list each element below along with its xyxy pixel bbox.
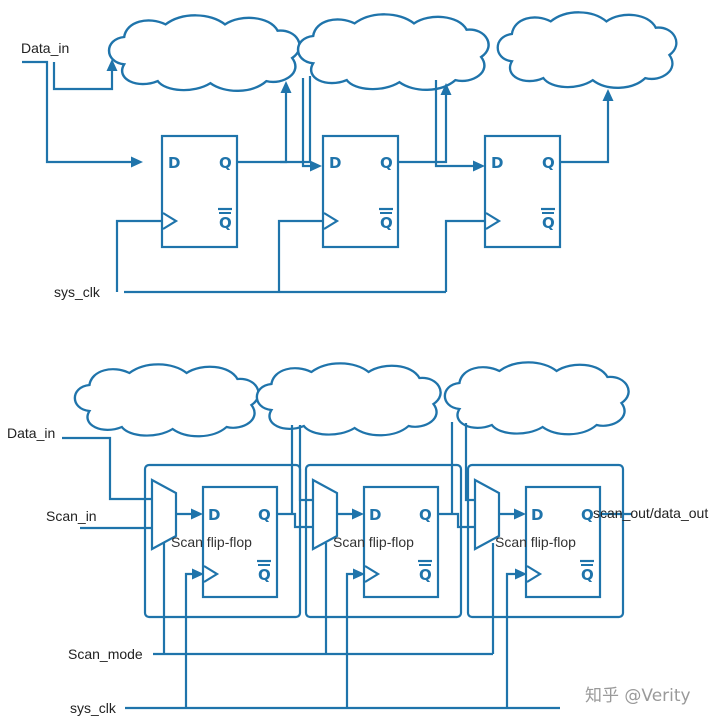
bottom-logic-cloud-2 — [255, 362, 442, 437]
ff-pin-q: Q — [581, 506, 594, 524]
top-sys-clk-label: sys_clk — [54, 284, 101, 300]
ff-pin-q: Q — [258, 506, 271, 524]
top-clock-wires — [115, 219, 486, 294]
ff-pin-q: Q — [419, 506, 432, 524]
top-flip-flop-1: D Q Q — [160, 134, 239, 249]
watermark-text: 知乎 @Verity — [585, 686, 691, 706]
ff-pin-qbar: Q — [581, 566, 594, 584]
bottom-sys-clk-label: sys_clk — [70, 700, 117, 716]
bottom-logic-cloud-3 — [443, 361, 630, 436]
top-logic-cloud-1 — [107, 14, 301, 93]
scan-flip-flop-2: D Q Q — [362, 485, 440, 599]
top-logic-cloud-2 — [296, 13, 490, 92]
scan-mux-1 — [150, 478, 178, 551]
ff-pin-d: D — [491, 154, 503, 172]
bottom-data-in-label: Data_in — [7, 425, 55, 441]
bottom-q-wires — [277, 422, 632, 529]
scan-ff-name-1: Scan flip-flop — [171, 534, 252, 550]
top-q-wires — [237, 76, 614, 172]
bottom-input-wires — [62, 436, 152, 530]
ff-pin-qbar: Q — [380, 214, 393, 232]
bottom-circuit: D Q Q D Q Q D Q Q — [7, 361, 708, 716]
top-data-in-label: Data_in — [21, 40, 69, 56]
ff-pin-d: D — [168, 154, 180, 172]
scan-flip-flop-1: D Q Q — [201, 485, 279, 599]
ff-pin-d: D — [531, 506, 543, 524]
ff-pin-d: D — [329, 154, 341, 172]
top-circuit: D Q Q D Q Q D Q Q — [21, 11, 678, 300]
ff-pin-d: D — [369, 506, 381, 524]
ff-pin-q: Q — [380, 154, 393, 172]
bottom-logic-cloud-1 — [73, 363, 260, 438]
ff-pin-d: D — [208, 506, 220, 524]
ff-pin-qbar: Q — [219, 214, 232, 232]
top-flip-flop-3: D Q Q — [483, 134, 562, 249]
scan-mode-wires — [153, 543, 495, 656]
ff-pin-qbar: Q — [419, 566, 432, 584]
top-data-in-wires — [22, 59, 143, 168]
scan-ff-name-2: Scan flip-flop — [333, 534, 414, 550]
bottom-clock-wires — [125, 568, 560, 710]
ff-pin-q: Q — [219, 154, 232, 172]
mux-to-d-wires — [176, 508, 526, 520]
scan-in-label: Scan_in — [46, 508, 97, 524]
ff-pin-qbar: Q — [542, 214, 555, 232]
top-flip-flop-2: D Q Q — [321, 134, 400, 249]
scan-mode-label: Scan_mode — [68, 646, 143, 662]
top-logic-cloud-3 — [496, 11, 678, 89]
scan-out-label: scan_out/data_out — [593, 505, 708, 521]
scan-ff-name-3: Scan flip-flop — [495, 534, 576, 550]
ff-pin-qbar: Q — [258, 566, 271, 584]
ff-pin-q: Q — [542, 154, 555, 172]
scan-flip-flop-3: D Q Q — [524, 485, 602, 599]
